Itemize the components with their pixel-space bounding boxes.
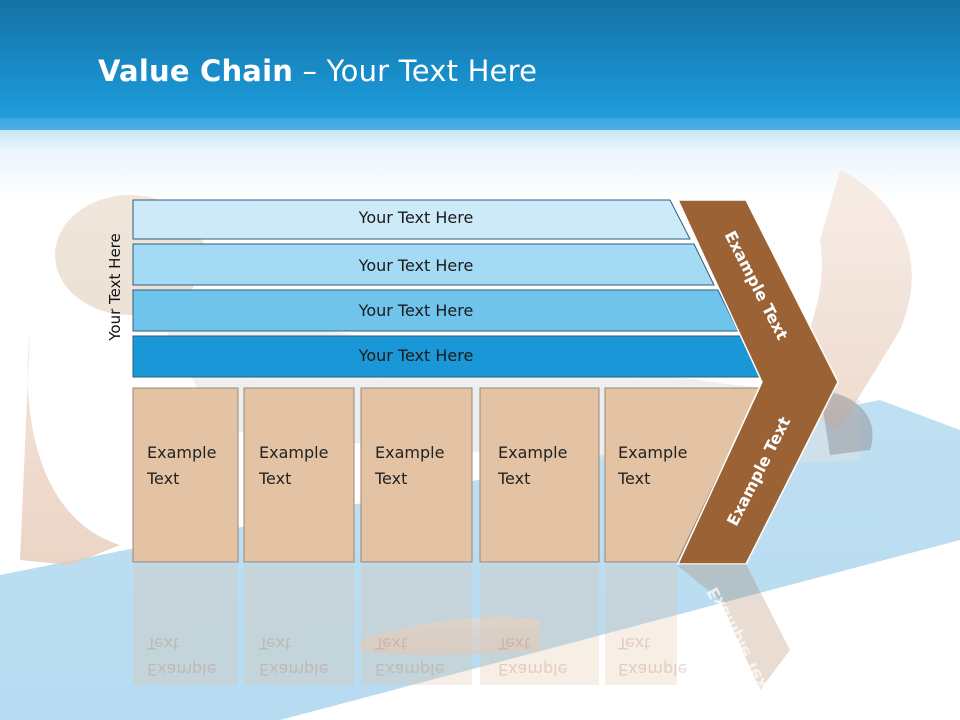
cell-4-line2: Text	[498, 469, 531, 488]
slide-title: Value Chain – Your Text Here	[98, 54, 537, 88]
arrow-reflection	[678, 564, 790, 690]
cell-3-line1: Example	[375, 443, 445, 462]
bar-label-4: Your Text Here	[358, 346, 474, 365]
cell-1-line2: Text	[147, 469, 180, 488]
cell-2-line2: Text	[259, 469, 292, 488]
cell-reflection-shape-2	[244, 565, 354, 685]
title-rest: – Your Text Here	[293, 54, 538, 88]
cell-1-line1: Example	[147, 443, 217, 462]
refl-1-line2: Text	[147, 634, 180, 653]
bar-label-3: Your Text Here	[358, 301, 474, 320]
cell-reflection-shape-4	[480, 565, 599, 685]
cell-5-line1: Example	[618, 443, 688, 462]
chain-bar-2	[132, 243, 715, 286]
cell-4-line1: Example	[498, 443, 568, 462]
activity-cell-2	[243, 387, 355, 563]
activity-cell-5	[604, 387, 761, 563]
refl-3-line2: Text	[375, 634, 408, 653]
header-band	[0, 0, 960, 130]
refl-5-line1: Example	[618, 660, 688, 679]
cell-reflection-shape-3	[361, 565, 472, 685]
refl-5-line2: Text	[618, 634, 651, 653]
refl-4-line2: Text	[498, 634, 531, 653]
refl-2-line2: Text	[259, 634, 292, 653]
cell-3-line2: Text	[375, 469, 408, 488]
cell-reflection-4: Example Text	[498, 630, 588, 682]
refl-4-line1: Example	[498, 660, 568, 679]
value-chain-arrow	[676, 199, 839, 565]
side-label: Your Text Here	[106, 233, 124, 341]
title-bold: Value Chain	[98, 54, 294, 88]
cell-5-line2: Text	[618, 469, 651, 488]
refl-2-line1: Example	[259, 660, 329, 679]
chain-bar-1	[132, 199, 691, 240]
activity-cell-1	[132, 387, 239, 563]
refl-3-line1: Example	[375, 660, 445, 679]
bar-label-2: Your Text Here	[358, 256, 474, 275]
cell-reflection-shape-1	[133, 565, 238, 685]
cell-reflection-shape-5	[605, 565, 677, 685]
cell-reflection-1: Example Text	[147, 630, 237, 682]
cell-2-line1: Example	[259, 443, 329, 462]
cell-reflection-5: Example Text	[618, 630, 708, 682]
activity-cell-3	[360, 387, 473, 563]
bar-label-1: Your Text Here	[358, 208, 474, 227]
cell-reflection-2: Example Text	[259, 630, 349, 682]
activity-cell-4	[479, 387, 600, 563]
refl-1-line1: Example	[147, 660, 217, 679]
cell-reflection-3: Example Text	[375, 630, 465, 682]
